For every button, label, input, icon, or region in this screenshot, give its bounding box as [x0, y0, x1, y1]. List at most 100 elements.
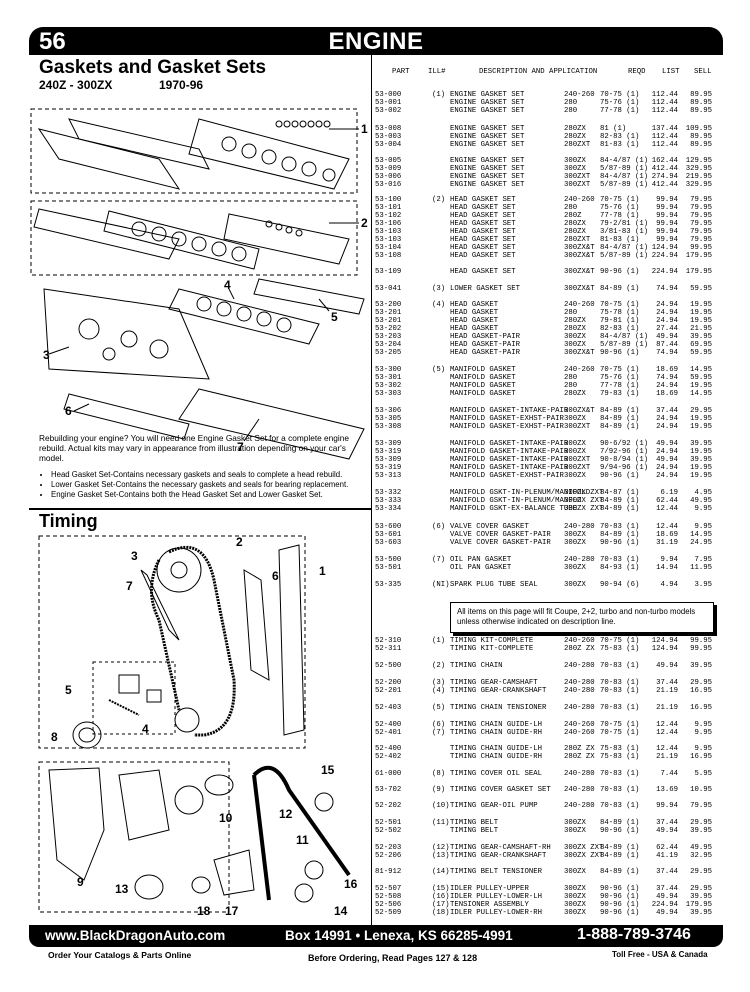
ill-number: (2) [432, 196, 446, 204]
years-reqd: 70-75 (1) [600, 637, 640, 645]
application: 240-280 [564, 770, 595, 778]
sell-price: 14.95 [690, 390, 712, 398]
description: MANIFOLD GASKET-EXHST-PAIR [450, 415, 564, 423]
application: 240-280 [564, 523, 595, 531]
header-part: PART [392, 68, 410, 76]
phone-number[interactable]: 1-888-789-3746 [577, 926, 691, 943]
description: VALVE COVER GASKET [450, 523, 529, 531]
valve-cover-gasket-shape [37, 128, 181, 190]
list-price: 31.19 [656, 539, 678, 547]
application: 300ZX ZXT [564, 497, 604, 505]
description: ENGINE GASKET SET [450, 107, 525, 115]
years-reqd: 90-96 (1) [600, 472, 640, 480]
part-number: 53-002 [375, 107, 402, 115]
sell-price: 16.95 [690, 704, 712, 712]
ill-number: (5) [432, 704, 446, 712]
part-number: 52-501 [375, 819, 402, 827]
list-price: 99.94 [656, 228, 678, 236]
sell-price: 89.95 [690, 91, 712, 99]
years-reqd: 84-89 (1) [600, 415, 640, 423]
application: 300ZX&T [564, 285, 595, 293]
description: HEAD GASKET-PAIR [450, 341, 521, 349]
part-number: 53-309 [375, 456, 402, 464]
sell-price: 9.95 [694, 505, 712, 513]
part-number: 53-103 [375, 228, 402, 236]
years-reqd: 81 (1) [600, 125, 627, 133]
ill-number: (2) [432, 662, 446, 670]
sell-price: 79.95 [690, 196, 712, 204]
description: SPARK PLUG TUBE SEAL [450, 581, 538, 589]
sell-price: 4.95 [694, 489, 712, 497]
part-number: 53-000 [375, 91, 402, 99]
sell-price: 24.95 [690, 539, 712, 547]
years-reqd: 70-83 (1) [600, 770, 640, 778]
description: ENGINE GASKET SET [450, 181, 525, 189]
part-number: 52-509 [375, 909, 402, 917]
table-header: PART ILL# DESCRIPTION AND APPLICATION RE… [372, 68, 723, 80]
callout-6: 6 [65, 404, 72, 418]
years-reqd: 70-75 (1) [600, 91, 640, 99]
lower-gasket-set-shape [43, 288, 210, 380]
list-price: 74.94 [656, 285, 678, 293]
part-number: 53-300 [375, 366, 402, 374]
description: HEAD GASKET-PAIR [450, 349, 521, 357]
gaskets-title: Gaskets and Gasket Sets [39, 57, 267, 78]
years-reqd: 75-76 (1) [600, 204, 640, 212]
list-price: 18.69 [656, 366, 678, 374]
years-reqd: 90-96 (1) [600, 827, 640, 835]
description: MANIFOLD GASKET [450, 390, 516, 398]
ill-number: (NI) [432, 581, 450, 589]
years-reqd: 75-83 (1) [600, 745, 640, 753]
application: 280ZXT [564, 236, 591, 244]
list-price: 41.19 [656, 852, 678, 860]
part-number: 52-203 [375, 844, 402, 852]
list-price: 6.19 [660, 489, 678, 497]
sell-price: 89.95 [690, 99, 712, 107]
list-price: 99.94 [656, 196, 678, 204]
years-reqd: 75-76 (1) [600, 374, 640, 382]
part-number: 52-402 [375, 753, 402, 761]
sell-price: 69.95 [690, 341, 712, 349]
sell-price: 29.95 [690, 679, 712, 687]
application: 240-280 [564, 679, 595, 687]
description: LOWER GASKET SET [450, 285, 521, 293]
application: 300ZX [564, 415, 586, 423]
list-price: 49.94 [656, 456, 678, 464]
years-reqd: 70-83 (1) [600, 556, 640, 564]
list-price: 37.44 [656, 885, 678, 893]
description: HEAD GASKET SET [450, 220, 516, 228]
list-price: 274.94 [651, 173, 678, 181]
application: 300ZXT [564, 423, 591, 431]
part-number: 52-403 [375, 704, 402, 712]
list-price: 49.94 [656, 333, 678, 341]
description: MANIFOLD GASKET-EXHST-PAIR [450, 423, 564, 431]
description: MANIFOLD GSKT-EX-BALANCE TUBE [450, 505, 577, 513]
years-reqd: 70-83 (1) [600, 687, 640, 695]
sell-price: 29.95 [690, 819, 712, 827]
description: HEAD GASKET [450, 301, 499, 309]
description: TIMING GEAR-OIL PUMP [450, 802, 538, 810]
description: HEAD GASKET [450, 317, 499, 325]
bullet-engine-gasket-set: Engine Gasket Set-Contains both the Head… [51, 490, 383, 500]
years-reqd: 84-4/87 (1) [600, 157, 649, 165]
callout-4: 4 [224, 278, 231, 292]
years-reqd: 77-78 (1) [600, 382, 640, 390]
application: 300ZX [564, 564, 586, 572]
description: MANIFOLD GASKET-INTAKE-PAIR [450, 448, 569, 456]
cam-gear-shape [156, 547, 202, 593]
sell-price: 19.95 [690, 309, 712, 317]
mailing-address: Box 14991 • Lenexa, KS 66285-4991 [285, 928, 513, 943]
years-reqd: 90-96 (1) [600, 893, 640, 901]
website-link[interactable]: www.BlackDragonAuto.com [45, 928, 226, 943]
ill-number: (12) [432, 844, 450, 852]
timing-kit-box [38, 535, 306, 749]
